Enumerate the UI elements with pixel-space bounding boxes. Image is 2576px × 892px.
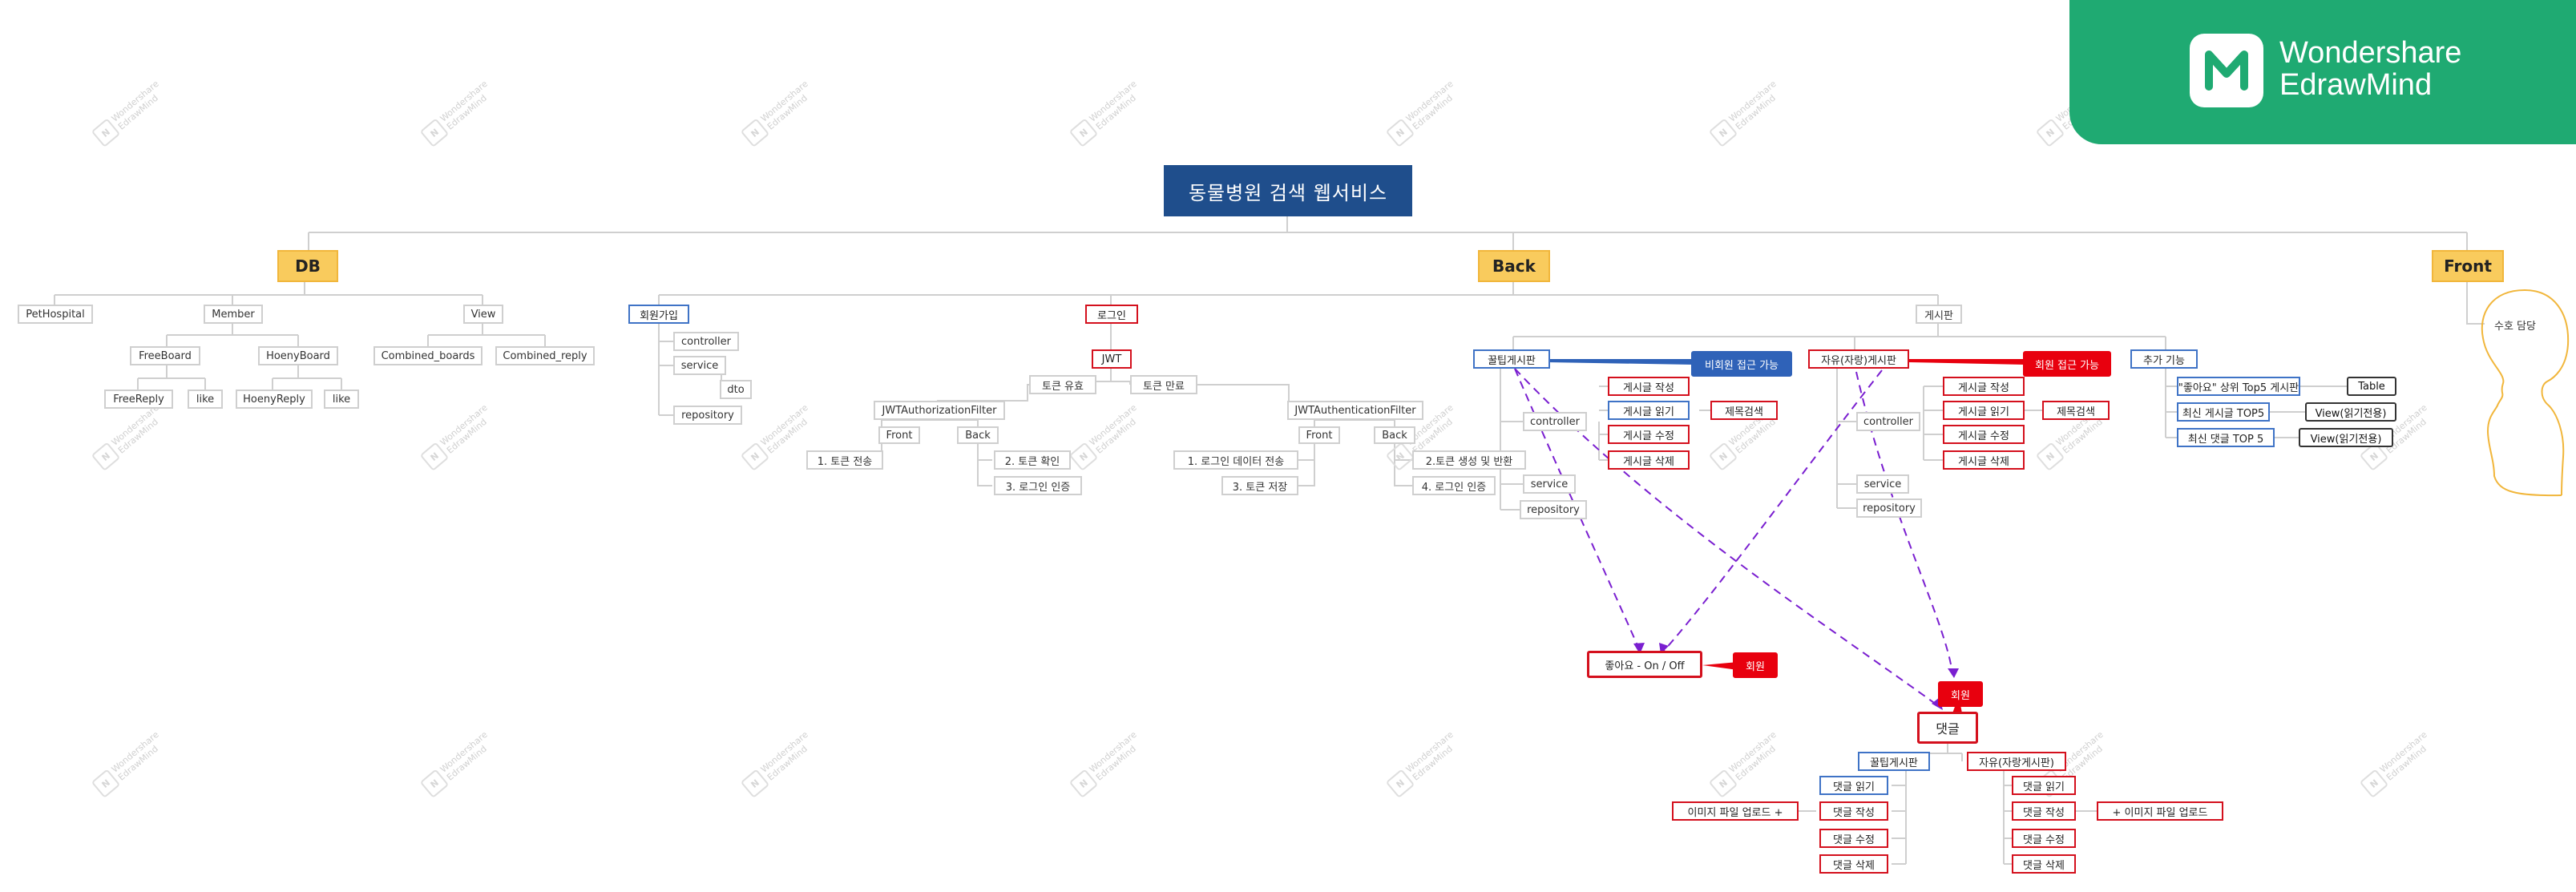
front-owner-label: 수호 담당	[2494, 320, 2536, 333]
honey-repository[interactable]: repository	[1520, 500, 1587, 519]
branch-db[interactable]: DB	[277, 250, 338, 282]
brand-name: Wondershare	[2279, 36, 2462, 70]
honey-service[interactable]: service	[1523, 474, 1576, 494]
reply-free-board[interactable]: 자유(자랑게시판)	[1967, 752, 2066, 771]
authz-back[interactable]: Back	[957, 426, 999, 444]
authn-step2[interactable]: 2.토큰 생성 및 반환	[1412, 450, 1526, 470]
free-post-read[interactable]: 게시글 읽기	[1943, 401, 2025, 420]
db-hoenyreply[interactable]: HoenyReply	[236, 389, 313, 409]
root-topic[interactable]: 동물병원 검색 웹서비스	[1164, 165, 1412, 216]
free-post-write[interactable]: 게시글 작성	[1943, 377, 2025, 396]
extra-view-readonly[interactable]: View(읽기전용)	[2299, 428, 2393, 447]
branch-front[interactable]: Front	[2432, 250, 2504, 282]
honey-post-read[interactable]: 게시글 읽기	[1608, 401, 1690, 420]
free-reply-edit[interactable]: 댓글 수정	[2012, 829, 2076, 848]
authz-step2[interactable]: 2. 토큰 확인	[994, 450, 1071, 470]
signup-topic[interactable]: 회원가입	[628, 305, 689, 324]
authn-filter[interactable]: JWTAuthenticationFilter	[1287, 401, 1423, 420]
extra-view-readonly[interactable]: View(읽기전용)	[2305, 402, 2396, 422]
free-reply-delete[interactable]: 댓글 삭제	[2012, 854, 2076, 874]
honey-reply-read[interactable]: 댓글 읽기	[1819, 776, 1888, 795]
authn-back[interactable]: Back	[1374, 426, 1415, 444]
honey-reply-delete[interactable]: 댓글 삭제	[1819, 854, 1888, 874]
branch-back[interactable]: Back	[1478, 250, 1550, 282]
free-reply-read[interactable]: 댓글 읽기	[2012, 776, 2076, 795]
signup-repository[interactable]: repository	[673, 406, 742, 425]
login-token-valid[interactable]: 토큰 유효	[1029, 375, 1096, 394]
authz-step1[interactable]: 1. 토큰 전송	[806, 450, 883, 470]
honey-reply-write[interactable]: 댓글 작성	[1819, 801, 1888, 821]
reply-member-badge[interactable]: 회원	[1938, 681, 1983, 707]
like-member-badge[interactable]: 회원	[1733, 652, 1778, 678]
login-jwt[interactable]: JWT	[1092, 349, 1132, 369]
authn-step1[interactable]: 1. 로그인 데이터 전송	[1173, 450, 1298, 470]
db-pethospital[interactable]: PetHospital	[18, 305, 93, 324]
db-freereply[interactable]: FreeReply	[104, 389, 173, 409]
honey-title-search[interactable]: 제목검색	[1710, 401, 1778, 420]
signup-service[interactable]: service	[673, 356, 726, 375]
free-callout[interactable]: 회원 접근 가능	[2023, 351, 2111, 377]
extra-recent-posts[interactable]: 최신 게시글 TOP5	[2177, 402, 2270, 422]
extra-table[interactable]: Table	[2347, 377, 2396, 396]
free-title-search[interactable]: 제목검색	[2042, 401, 2110, 420]
honey-callout[interactable]: 비회원 접근 가능	[1691, 351, 1792, 377]
signup-controller[interactable]: controller	[673, 332, 739, 351]
honey-post-delete[interactable]: 게시글 삭제	[1608, 450, 1690, 470]
db-view[interactable]: View	[463, 305, 503, 324]
honey-controller[interactable]: controller	[1523, 412, 1587, 431]
login-token-expired[interactable]: 토큰 만료	[1130, 375, 1197, 394]
db-combined-boards[interactable]: Combined_boards	[373, 346, 482, 365]
honey-post-write[interactable]: 게시글 작성	[1608, 377, 1690, 396]
authn-front[interactable]: Front	[1298, 426, 1340, 444]
reply-topic[interactable]: 댓글	[1917, 712, 1978, 744]
free-reply-image-upload[interactable]: + 이미지 파일 업로드	[2097, 801, 2223, 821]
authn-step3[interactable]: 3. 토큰 저장	[1221, 476, 1298, 495]
extra-recent-replies[interactable]: 최신 댓글 TOP 5	[2177, 428, 2275, 447]
authn-step4[interactable]: 4. 로그인 인증	[1412, 476, 1496, 495]
like-toggle-topic[interactable]: 좋아요 - On / Off	[1587, 651, 1702, 678]
free-repository[interactable]: repository	[1856, 498, 1922, 518]
brand-product: EdrawMind	[2279, 68, 2433, 102]
honey-post-edit[interactable]: 게시글 수정	[1608, 425, 1690, 444]
extra-top5-likes[interactable]: "좋아요" 상위 Top5 게시판	[2177, 377, 2300, 396]
free-board[interactable]: 자유(자랑)게시판	[1808, 349, 1909, 369]
person-outline-icon	[2481, 289, 2570, 497]
db-freeboard[interactable]: FreeBoard	[130, 346, 200, 365]
db-hoenyboard[interactable]: HoenyBoard	[258, 346, 338, 365]
authz-filter[interactable]: JWTAuthorizationFilter	[874, 401, 1005, 420]
honey-reply-image-upload[interactable]: 이미지 파일 업로드 +	[1672, 801, 1799, 821]
db-like[interactable]: like	[324, 389, 359, 409]
free-reply-write[interactable]: 댓글 작성	[2012, 801, 2076, 821]
edrawmind-logo-icon	[2190, 34, 2263, 107]
login-topic[interactable]: 로그인	[1085, 305, 1138, 324]
extra-features[interactable]: 추가 기능	[2130, 349, 2198, 369]
free-controller[interactable]: controller	[1856, 412, 1920, 431]
honey-reply-edit[interactable]: 댓글 수정	[1819, 829, 1888, 848]
db-like[interactable]: like	[188, 389, 223, 409]
db-member[interactable]: Member	[204, 305, 263, 324]
free-service[interactable]: service	[1856, 474, 1909, 494]
free-post-delete[interactable]: 게시글 삭제	[1943, 450, 2025, 470]
reply-honey-board[interactable]: 꿀팁게시판	[1858, 752, 1930, 771]
honey-board[interactable]: 꿀팁게시판	[1473, 349, 1550, 369]
free-post-edit[interactable]: 게시글 수정	[1943, 425, 2025, 444]
db-combined-reply[interactable]: Combined_reply	[495, 346, 595, 365]
authz-front[interactable]: Front	[878, 426, 920, 444]
authz-step3[interactable]: 3. 로그인 인증	[994, 476, 1082, 495]
signup-dto[interactable]: dto	[720, 380, 752, 399]
board-topic[interactable]: 게시판	[1916, 305, 1962, 324]
